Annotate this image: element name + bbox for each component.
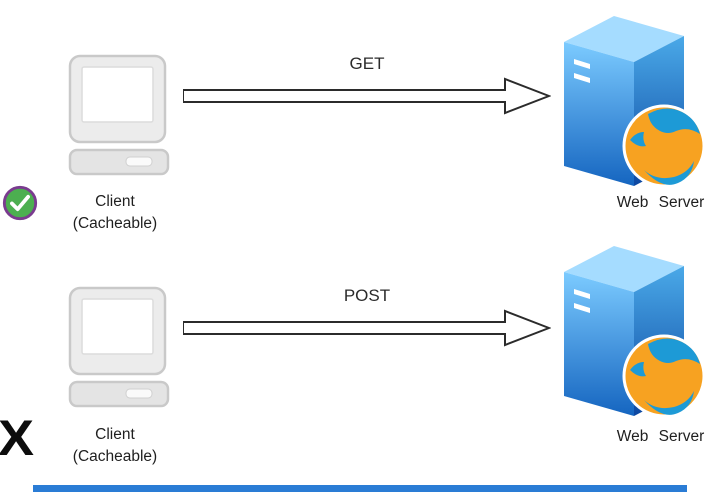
bottom-accent-bar: [33, 485, 687, 492]
client-note: (Cacheable): [72, 448, 158, 465]
client-note: (Cacheable): [72, 215, 158, 232]
method-label-post: POST: [343, 286, 391, 305]
get-request-arrow-group: GET: [183, 54, 551, 116]
client-computer-icon: [68, 54, 170, 181]
not-cacheable-x-icon: X: [0, 410, 35, 466]
client-label: Client (Cacheable): [35, 191, 195, 235]
right-arrow-icon: [183, 77, 551, 115]
server-label: Web Server: [616, 428, 705, 445]
right-arrow-icon: [183, 309, 551, 347]
computer-icon-graphic: [68, 286, 170, 408]
web-server-icon: [552, 8, 714, 195]
web-server-icon: [552, 238, 714, 425]
method-label-get: GET: [349, 54, 385, 73]
server-icon-graphic: [564, 16, 706, 188]
cacheable-check-icon: [1, 184, 39, 227]
client-label: Client (Cacheable): [35, 424, 195, 468]
client-computer-icon: [68, 286, 170, 413]
server-label: Web Server: [616, 194, 705, 211]
client-name: Client: [95, 426, 135, 443]
globe-icon: [622, 334, 706, 418]
server-icon-graphic: [564, 246, 706, 418]
client-name: Client: [95, 193, 135, 210]
globe-icon: [622, 104, 706, 188]
computer-icon-graphic: [68, 54, 170, 176]
post-request-arrow-group: POST: [183, 286, 551, 348]
